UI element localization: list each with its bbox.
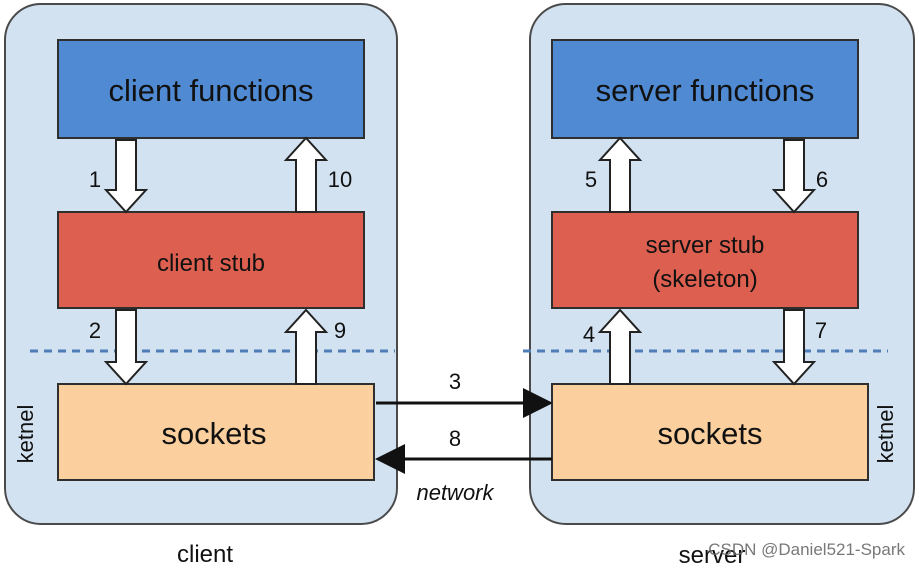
client-functions-box bbox=[57, 39, 365, 139]
step-label-8: 8 bbox=[449, 426, 461, 451]
step-label-5: 5 bbox=[585, 167, 597, 192]
step-label-4: 4 bbox=[583, 322, 595, 347]
watermark-text: CSDN @Daniel521-Spark bbox=[708, 540, 905, 559]
arrow-step-10 bbox=[283, 136, 329, 213]
server-sockets-box bbox=[551, 383, 869, 481]
arrow-step-7 bbox=[771, 309, 817, 386]
arrow-step-5 bbox=[597, 136, 643, 213]
server-sockets-label: sockets bbox=[657, 416, 762, 451]
step-label-1: 1 bbox=[89, 167, 101, 192]
client-functions-label: client functions bbox=[108, 73, 313, 108]
step-label-10: 10 bbox=[328, 167, 352, 192]
arrow-step-1 bbox=[103, 139, 149, 214]
server-panel-label: server bbox=[679, 542, 746, 569]
arrow-step-6 bbox=[771, 139, 817, 214]
step-label-6: 6 bbox=[816, 167, 828, 192]
step-label-7: 7 bbox=[815, 318, 827, 343]
client-kernel-label: ketnel bbox=[13, 405, 38, 464]
arrow-step-9 bbox=[283, 308, 329, 385]
server-kernel-label: ketnel bbox=[873, 405, 898, 464]
arrow-step-4 bbox=[597, 308, 643, 385]
server-functions-label: server functions bbox=[596, 73, 815, 108]
client-stub-box bbox=[57, 211, 365, 309]
network-label: network bbox=[416, 480, 494, 505]
client-stub-label: client stub bbox=[157, 250, 265, 277]
client-panel-label: client bbox=[177, 541, 233, 568]
step-label-9: 9 bbox=[334, 318, 346, 343]
step-label-3: 3 bbox=[449, 369, 461, 394]
server-stub-label-line2: (skeleton) bbox=[652, 266, 757, 293]
server-stub-label-line1: server stub bbox=[646, 232, 765, 259]
client-sockets-label: sockets bbox=[161, 416, 266, 451]
server-stub-box bbox=[551, 211, 859, 309]
client-sockets-box bbox=[57, 383, 375, 481]
step-label-2: 2 bbox=[89, 318, 101, 343]
arrow-step-2 bbox=[103, 309, 149, 386]
server-functions-box bbox=[551, 39, 859, 139]
